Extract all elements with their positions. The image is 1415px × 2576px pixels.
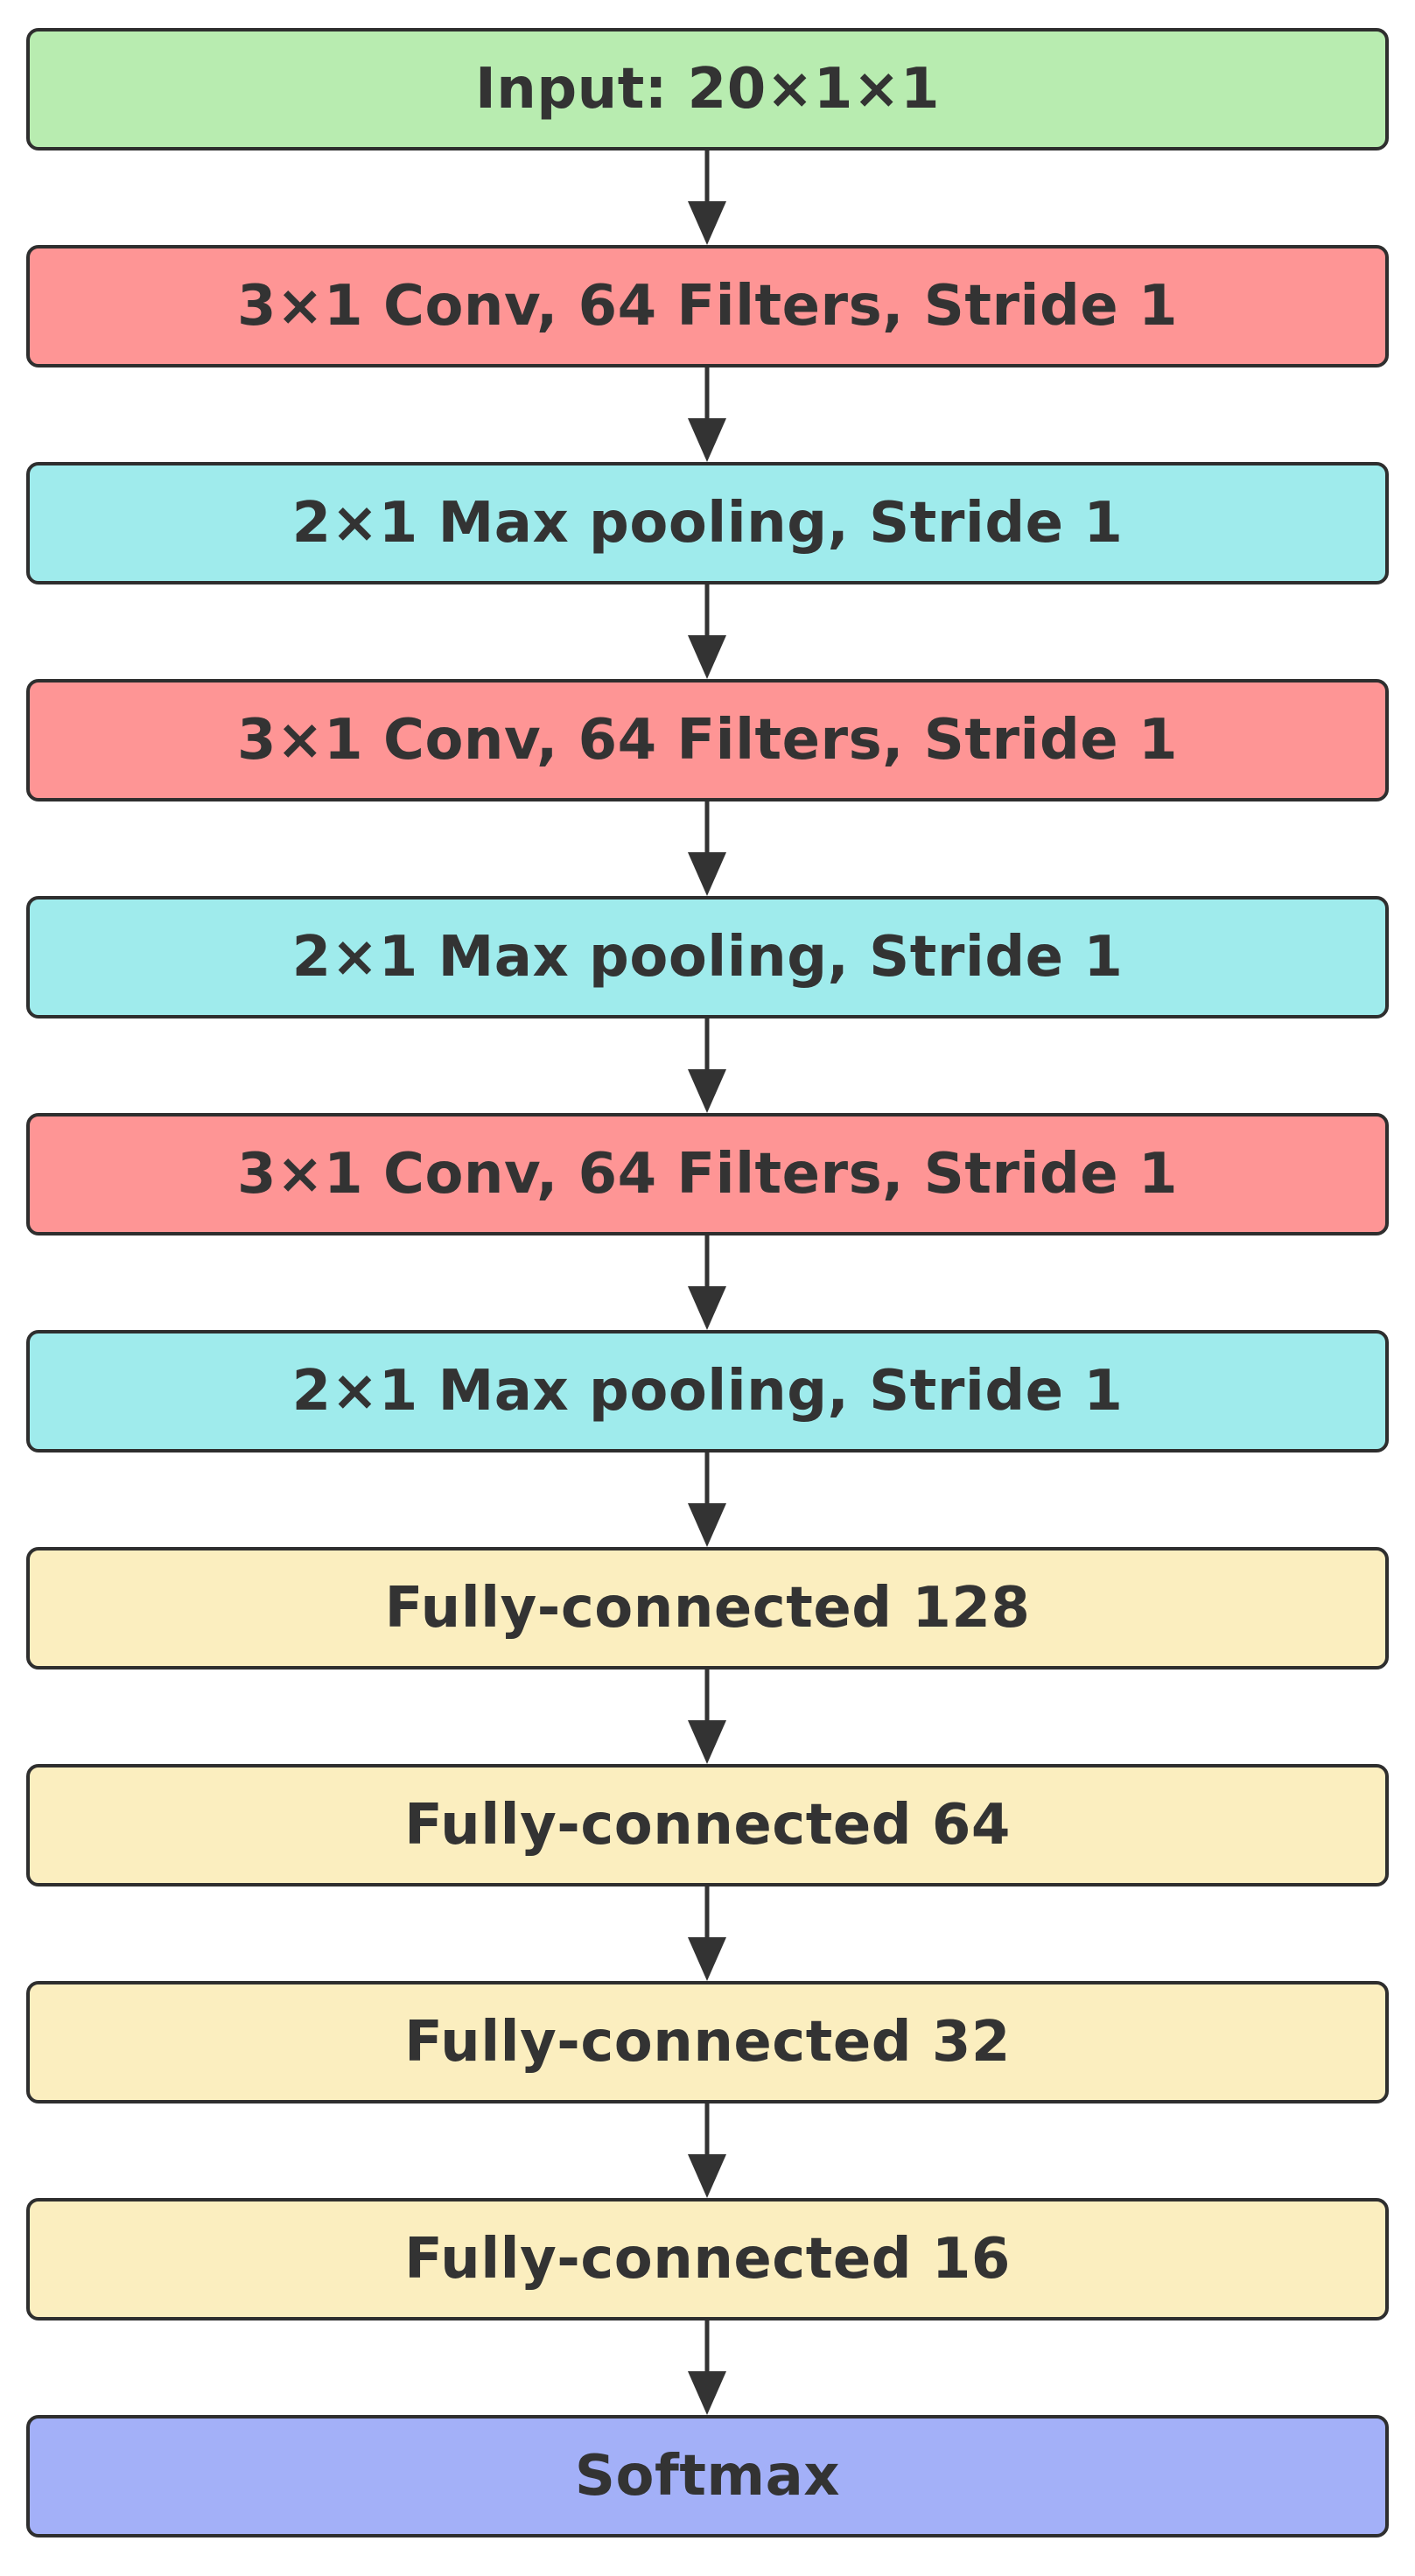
layer-fc-16: Fully-connected 16 — [26, 2198, 1389, 2320]
layer-maxpool-1-label: 2×1 Max pooling, Stride 1 — [291, 491, 1124, 556]
layer-fc-128: Fully-connected 128 — [26, 1547, 1389, 1670]
layer-fc-16-label: Fully-connected 16 — [404, 2227, 1011, 2292]
connector-arrow-1 — [688, 150, 726, 245]
layer-conv-2: 3×1 Conv, 64 Filters, Stride 1 — [26, 679, 1389, 802]
layer-fc-32-label: Fully-connected 32 — [404, 2010, 1011, 2075]
arrowhead-icon — [688, 1720, 726, 1764]
layer-fc-32: Fully-connected 32 — [26, 1981, 1389, 2104]
connector-arrow-8 — [688, 1670, 726, 1764]
arrowhead-icon — [688, 418, 726, 462]
arrowhead-icon — [688, 1286, 726, 1330]
layer-fc-64: Fully-connected 64 — [26, 1764, 1389, 1886]
connector-arrow-2 — [688, 368, 726, 462]
arrowhead-icon — [688, 1069, 726, 1113]
layer-softmax: Softmax — [26, 2415, 1389, 2538]
arrowhead-icon — [688, 2154, 726, 2198]
layer-input-label: Input: 20×1×1 — [474, 57, 941, 122]
layer-maxpool-2-label: 2×1 Max pooling, Stride 1 — [291, 925, 1124, 990]
connector-arrow-5 — [688, 1018, 726, 1113]
arrowhead-icon — [688, 635, 726, 679]
layer-conv-2-label: 3×1 Conv, 64 Filters, Stride 1 — [237, 708, 1178, 773]
layer-conv-1-label: 3×1 Conv, 64 Filters, Stride 1 — [237, 274, 1178, 339]
arrowhead-icon — [688, 2371, 726, 2415]
connector-arrow-10 — [688, 2104, 726, 2198]
layer-fc-128-label: Fully-connected 128 — [384, 1576, 1031, 1641]
layer-maxpool-3: 2×1 Max pooling, Stride 1 — [26, 1330, 1389, 1452]
connector-arrow-11 — [688, 2320, 726, 2415]
connector-arrow-7 — [688, 1452, 726, 1547]
layer-conv-3-label: 3×1 Conv, 64 Filters, Stride 1 — [237, 1142, 1178, 1207]
connector-arrow-4 — [688, 802, 726, 896]
layer-maxpool-2: 2×1 Max pooling, Stride 1 — [26, 896, 1389, 1018]
connector-arrow-6 — [688, 1236, 726, 1330]
layer-maxpool-3-label: 2×1 Max pooling, Stride 1 — [291, 1359, 1124, 1424]
layer-conv-3: 3×1 Conv, 64 Filters, Stride 1 — [26, 1113, 1389, 1236]
layer-maxpool-1: 2×1 Max pooling, Stride 1 — [26, 462, 1389, 584]
arrowhead-icon — [688, 1503, 726, 1547]
layer-input: Input: 20×1×1 — [26, 28, 1389, 150]
connector-arrow-3 — [688, 584, 726, 679]
arrowhead-icon — [688, 852, 726, 896]
arrowhead-icon — [688, 1937, 726, 1981]
connector-arrow-9 — [688, 1886, 726, 1981]
layer-fc-64-label: Fully-connected 64 — [404, 1793, 1011, 1858]
layer-conv-1: 3×1 Conv, 64 Filters, Stride 1 — [26, 245, 1389, 368]
arrowhead-icon — [688, 201, 726, 245]
layer-softmax-label: Softmax — [574, 2444, 841, 2509]
